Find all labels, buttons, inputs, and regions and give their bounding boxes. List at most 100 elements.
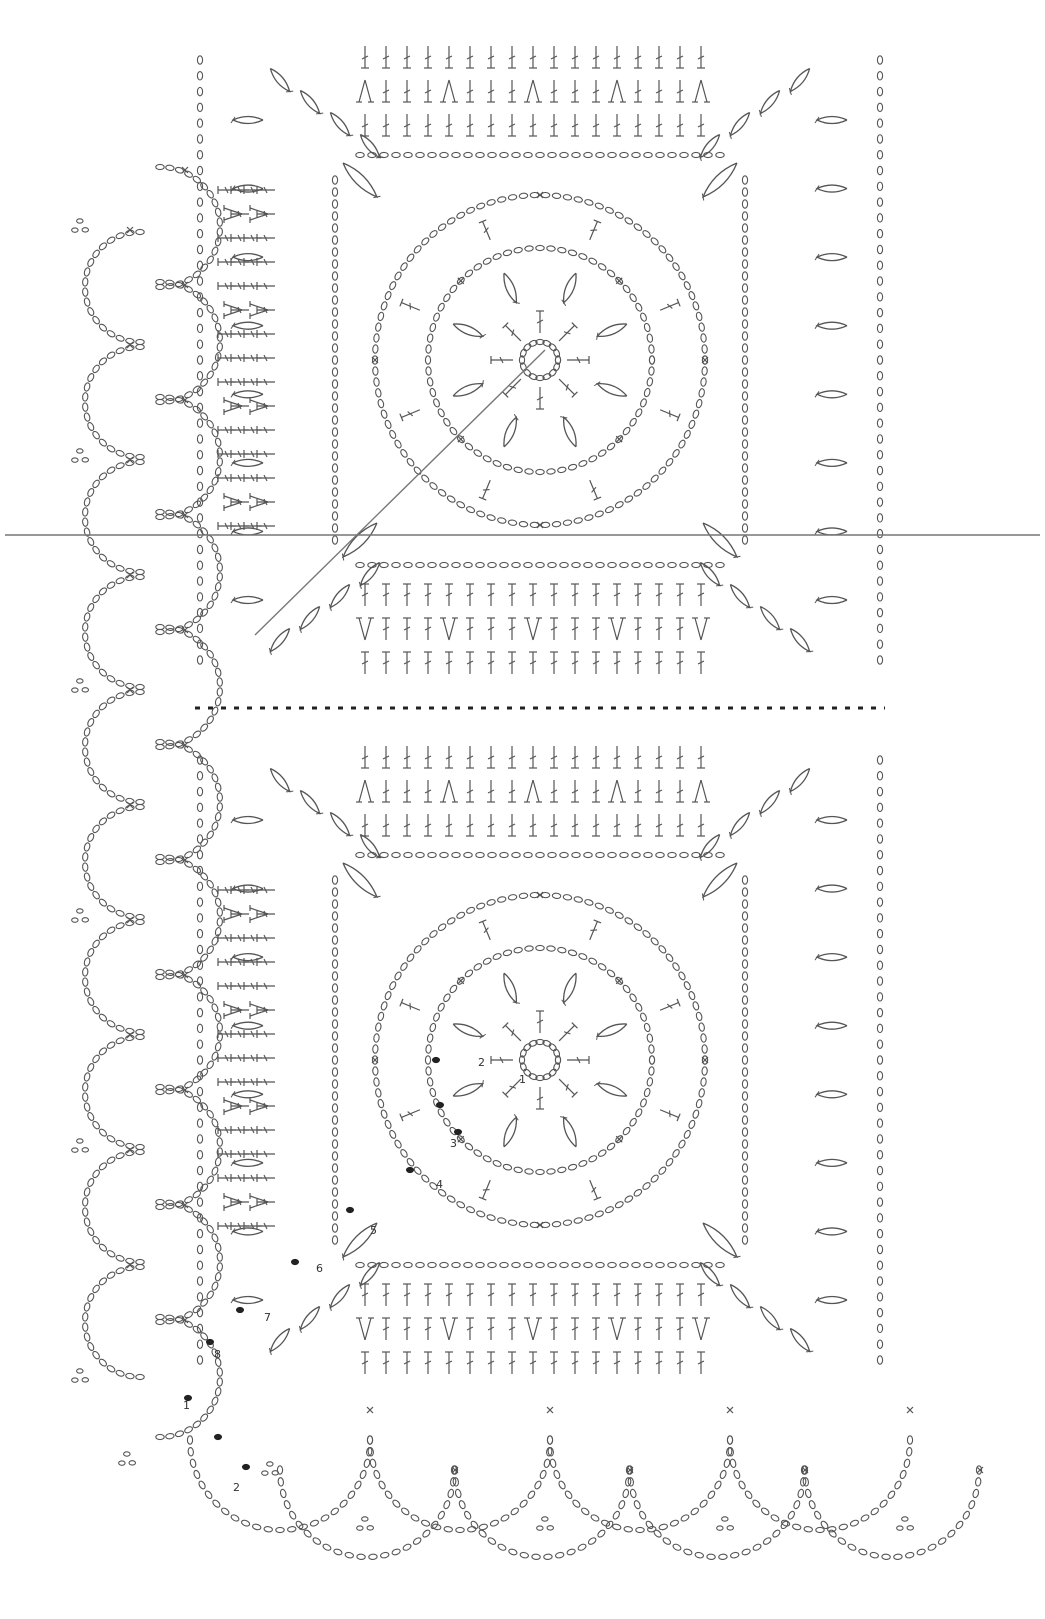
chain-stitch xyxy=(519,193,528,199)
chain-stitch xyxy=(678,271,687,281)
chain-stitch xyxy=(742,272,747,280)
chain-stitch xyxy=(574,196,583,203)
chain-stitch xyxy=(508,894,517,901)
chain-stitch xyxy=(665,253,674,263)
chain-stitch xyxy=(369,1554,378,1560)
cluster-stitch xyxy=(594,1020,628,1040)
dc-stitch xyxy=(592,1318,600,1340)
dc-stitch xyxy=(487,80,495,102)
dc-stitch xyxy=(487,114,495,136)
chain-stitch xyxy=(98,323,108,333)
cluster-stitch xyxy=(594,379,628,399)
chain-stitch xyxy=(742,344,747,352)
chain-stitch xyxy=(332,1188,337,1196)
chain-stitch xyxy=(332,272,337,280)
chain-stitch xyxy=(879,1499,889,1509)
chain-stitch xyxy=(206,304,215,314)
chain-stitch xyxy=(416,852,424,857)
chain-stitch xyxy=(662,1537,672,1546)
chain-stitch xyxy=(476,1262,484,1267)
dc-stitch xyxy=(697,746,705,768)
scalloped-edging xyxy=(72,164,983,1559)
chain-stitch xyxy=(643,1023,650,1033)
chain-stitch xyxy=(742,488,747,496)
chain-stitch xyxy=(363,1459,370,1468)
chain-stitch xyxy=(877,593,882,601)
chain-stitch xyxy=(392,152,400,157)
chain-stitch xyxy=(543,1459,550,1468)
dc-stitch xyxy=(403,46,411,68)
chain-stitch xyxy=(197,435,202,443)
chain-stitch xyxy=(742,296,747,304)
chain-stitch xyxy=(136,454,144,459)
chain-stitch xyxy=(650,474,660,484)
chain-stitch xyxy=(548,562,556,567)
chain-stitch xyxy=(440,562,448,567)
chain-stitch xyxy=(464,852,472,857)
chain-stitch xyxy=(332,248,337,256)
cluster-stitch xyxy=(326,1282,352,1311)
chain-stitch xyxy=(184,1310,194,1319)
cluster-stitch xyxy=(231,528,263,535)
chain-stitch xyxy=(422,1529,432,1539)
chain-stitch xyxy=(115,1139,125,1147)
dc-increase xyxy=(356,80,374,102)
chain-stitch xyxy=(877,624,882,632)
chain-stitch xyxy=(476,510,486,518)
chain-stitch xyxy=(369,1459,376,1468)
chain-stitch xyxy=(82,853,88,862)
chain-stitch xyxy=(650,937,660,947)
chain-stitch xyxy=(672,1543,682,1551)
chain-stitch xyxy=(199,608,209,618)
chain-stitch xyxy=(197,529,202,537)
chain-stitch xyxy=(333,1548,343,1556)
chain-stitch xyxy=(82,748,88,757)
chain-stitch xyxy=(98,702,108,712)
chain-stitch xyxy=(215,783,222,792)
chain-stitch xyxy=(642,481,652,490)
chain-stitch xyxy=(668,852,676,857)
chain-stitch xyxy=(87,997,95,1007)
chain-stitch xyxy=(692,1109,700,1119)
chain-stitch xyxy=(702,1067,708,1076)
chain-stitch xyxy=(106,329,116,338)
chain-stitch xyxy=(83,757,90,767)
dc-stitch xyxy=(697,584,705,606)
chain-stitch xyxy=(206,1290,215,1300)
round-label-3: 3 xyxy=(450,1137,457,1150)
chain-stitch xyxy=(136,1374,144,1379)
chain-stitch xyxy=(428,562,436,567)
dc-stitch xyxy=(676,46,684,68)
dc-stitch xyxy=(257,982,275,990)
round-label-8: 8 xyxy=(214,1348,221,1361)
chain-stitch xyxy=(635,1108,644,1118)
cluster-stitch xyxy=(815,885,847,892)
cluster-stitch xyxy=(815,954,847,961)
chain-stitch xyxy=(608,152,616,157)
chain-stitch xyxy=(877,1182,882,1190)
chain-stitch xyxy=(98,783,108,793)
chain-stitch xyxy=(636,1527,644,1532)
chain-stitch xyxy=(548,852,556,857)
chain-stitch xyxy=(92,1120,101,1130)
chain-stitch xyxy=(444,1526,453,1532)
dc-stitch xyxy=(424,80,432,102)
dc-stitch xyxy=(697,652,705,674)
chain-stitch xyxy=(742,536,747,544)
chain-stitch xyxy=(206,370,215,380)
chain-stitch xyxy=(136,1149,144,1154)
chain-stitch xyxy=(877,182,882,190)
chain-stitch xyxy=(98,898,108,908)
chain-stitch xyxy=(649,1056,654,1064)
chain-stitch xyxy=(488,152,496,157)
chain-stitch xyxy=(500,1262,508,1267)
cluster-stitch xyxy=(296,1304,322,1333)
chain-stitch xyxy=(646,377,653,386)
chain-stitch xyxy=(354,1480,363,1490)
chain-stitch xyxy=(92,709,101,719)
chain-stitch xyxy=(752,1543,762,1551)
chain-stitch xyxy=(742,512,747,520)
dc-stitch xyxy=(536,387,544,409)
dc-stitch xyxy=(403,1352,411,1374)
chain-stitch xyxy=(156,399,164,404)
